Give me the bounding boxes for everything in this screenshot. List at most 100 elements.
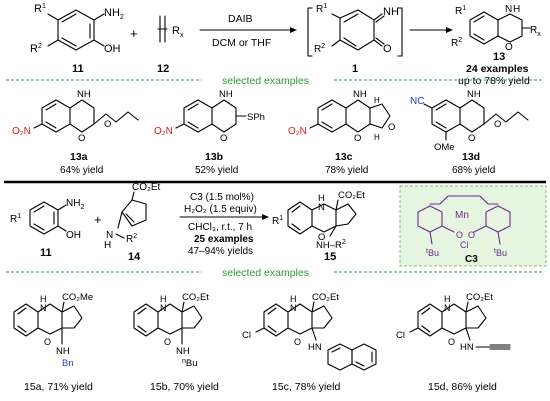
o-13a: O <box>78 133 85 144</box>
oh-label: OH <box>104 43 121 55</box>
co2et-15: CO₂Et <box>338 190 365 201</box>
compound-15b: H N O CO₂Et NH nBu <box>133 292 209 369</box>
nh-15b: H <box>160 294 167 304</box>
int-r2-label: R2 <box>314 43 325 55</box>
examples-count-2: 25 examples <box>194 234 254 245</box>
o2-13d: O <box>494 119 501 130</box>
intermediate-1: NH O R1 R2 1 <box>307 3 403 75</box>
amine-15b: NH <box>176 346 190 357</box>
o-13b: O <box>220 133 227 144</box>
nh-13d: NH <box>467 89 481 100</box>
reaction-arrow-3: C3 (1.5 mol%) H₂O₂ (1.5 equiv) CHCl₃, r.… <box>179 192 269 257</box>
reaction-2: NH2 OH R1 11 + CO₂Et N H R2 14 C3 (1.5 m… <box>10 182 547 267</box>
bn-15a: Bn <box>62 358 74 369</box>
cl-15d: Cl <box>396 330 405 341</box>
nh-r2-15: NH–R2 <box>316 239 346 251</box>
amine-15a: NH <box>56 346 70 357</box>
compound-11b-label: 11 <box>40 247 52 259</box>
yield-13b: 52% yield <box>195 165 238 176</box>
n-15a: N <box>40 303 47 313</box>
n-15d: N <box>444 303 451 313</box>
catalyst-line: C3 (1.5 mol%) <box>190 192 254 203</box>
compound-15a: H N O CO₂Me NH Bn 15a 15a, 71% yield <box>13 292 93 369</box>
yield-range-1: up to 78% yield <box>458 75 530 87</box>
rx-label: Rx <box>172 25 184 39</box>
caption-15b: 15b, 70% yield <box>150 381 219 393</box>
o-15c: O <box>294 337 301 347</box>
reaction-1: NH2 OH R1 R2 11 + Rx 12 DAIB DCM or THF <box>30 3 541 87</box>
o-13d: O <box>468 133 475 144</box>
compound-14-label: 14 <box>128 251 141 263</box>
co2et-14: CO₂Et <box>132 182 161 193</box>
o-15: O <box>318 232 325 243</box>
tbu-left: tBu <box>426 248 439 258</box>
mn-label: Mn <box>455 210 469 221</box>
solvent-label: DCM or THF <box>212 37 271 49</box>
yield-range-2: 47–94% yields <box>188 246 253 257</box>
r1-label: R1 <box>34 3 46 15</box>
h-label: H <box>513 4 520 15</box>
o2-13a: O <box>104 119 111 130</box>
reagent-daib: DAIB <box>228 13 253 25</box>
nh-15: H <box>318 193 325 204</box>
tbu-right: tBu <box>494 248 507 258</box>
nitrile-13d: NC <box>410 96 424 107</box>
o2-13c: O <box>388 122 395 133</box>
yield-13c: 78% yield <box>325 165 368 176</box>
product-r2-label: R2 <box>451 37 462 49</box>
caption-15d: 15d, 86% yield <box>428 381 497 393</box>
benzoxazine-13: N H O Rx R1 R2 13 24 examples up to 78% … <box>451 4 541 87</box>
examples-count-1: 24 examples <box>466 63 529 75</box>
compound-13c: NH O O H H O₂N 13c 78% yield <box>288 89 395 176</box>
plus-sign-2: + <box>94 212 102 227</box>
compound-13b: NH O SPh O₂N 13b 52% yield <box>154 89 265 176</box>
compound-11-label: 11 <box>72 63 84 75</box>
amine-15d: HN <box>460 342 474 353</box>
plus-sign: + <box>130 26 138 41</box>
nh-13c: NH <box>353 89 367 100</box>
o-13c: O <box>354 133 361 144</box>
label-13b: 13b <box>205 151 223 163</box>
o-15b: O <box>164 337 171 347</box>
h2-13c: H <box>374 133 380 142</box>
compound-13-label: 13 <box>493 51 505 63</box>
int-r1-label: R1 <box>316 3 327 15</box>
label-13a: 13a <box>70 151 88 163</box>
aminophenol-11-b: NH2 OH R1 11 <box>10 198 84 259</box>
nh-13b: NH <box>219 89 233 100</box>
yield-13a: 64% yield <box>60 165 103 176</box>
compound-15c: Cl H N O CO₂Et HN <box>242 292 377 371</box>
product-r1-label: R1 <box>455 5 466 17</box>
n-label: N <box>505 4 512 15</box>
nitro-13a: O₂N <box>12 126 31 137</box>
h-14: H <box>104 240 111 251</box>
r1-label-b: R1 <box>10 213 21 225</box>
o-c3-right: O <box>468 230 475 240</box>
reaction-arrow-2 <box>409 27 453 33</box>
nh-13a: NH <box>77 89 91 100</box>
ester-15b: CO₂Et <box>182 292 209 303</box>
compound-12-label: 12 <box>157 63 169 75</box>
n-15: N <box>318 202 325 213</box>
examples-row-1: NH O O O₂N 13a 64% yield NH O SPh O₂N 13… <box>12 89 529 176</box>
selected-examples-header-2: selected examples <box>6 267 544 279</box>
conditions-line: CHCl₃, r.t., 7 h <box>188 222 252 233</box>
nh2-label: NH2 <box>104 7 124 21</box>
caption-15c: 15c, 78% yield <box>272 381 340 393</box>
yield-13d: 68% yield <box>452 165 495 176</box>
h1-13c: H <box>374 96 380 105</box>
product-15: H N O CO₂Et NH–R2 R1 15 <box>272 190 365 263</box>
o-ring-label: O <box>505 42 513 53</box>
o-c3-left: O <box>456 230 463 240</box>
alkene-12: Rx 12 <box>157 15 184 75</box>
catalyst-id: C3 <box>465 254 478 265</box>
compound-1-label: 1 <box>352 63 358 75</box>
nitro-13b: O₂N <box>154 126 173 137</box>
nbu-15b: nBu <box>182 358 198 369</box>
n-15b: N <box>160 303 167 313</box>
naphthyl-15c <box>327 343 377 371</box>
aminophenol-11: NH2 OH R1 R2 11 <box>30 3 124 75</box>
nh-14: N <box>106 230 113 241</box>
selected-examples-header-1: selected examples <box>6 75 544 87</box>
nh-label: NH <box>383 6 399 18</box>
